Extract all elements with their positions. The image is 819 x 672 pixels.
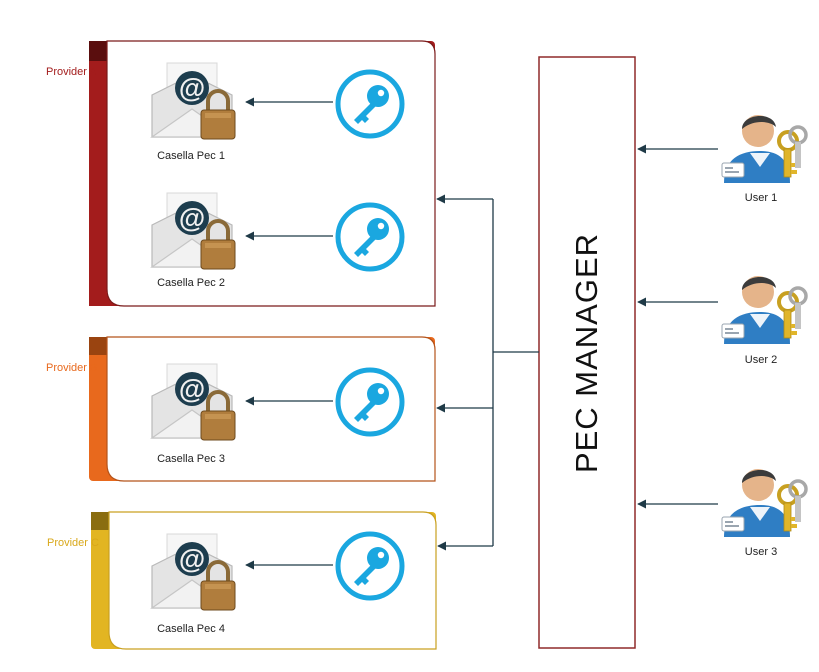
key-icon <box>338 534 402 598</box>
pec-manager-box <box>538 56 636 649</box>
key-icon <box>338 72 402 136</box>
pec-manager-title-wrap: PEC MANAGER <box>539 57 635 648</box>
user-with-key-icon <box>720 113 808 185</box>
mailbox-label: Casella Pec 2 <box>157 277 225 289</box>
mailbox-label: Casella Pec 3 <box>157 453 225 465</box>
user-label: User 1 <box>744 192 778 204</box>
provider-c-label: Provider C <box>47 537 99 549</box>
user-label: User 3 <box>744 546 778 558</box>
key-icon <box>338 205 402 269</box>
user-with-key-icon <box>720 467 808 539</box>
user-with-key-icon <box>720 274 808 346</box>
provider-a-label: Provider A <box>46 66 97 78</box>
user-label: User 2 <box>744 354 778 366</box>
key-icon <box>338 370 402 434</box>
pec-manager-title: PEC MANAGER <box>569 232 605 473</box>
manager-connectors <box>436 194 539 551</box>
mailbox-label: Casella Pec 4 <box>157 623 225 635</box>
provider-b-label: Provider B <box>46 362 98 374</box>
mailbox-label: Casella Pec 1 <box>157 150 225 162</box>
